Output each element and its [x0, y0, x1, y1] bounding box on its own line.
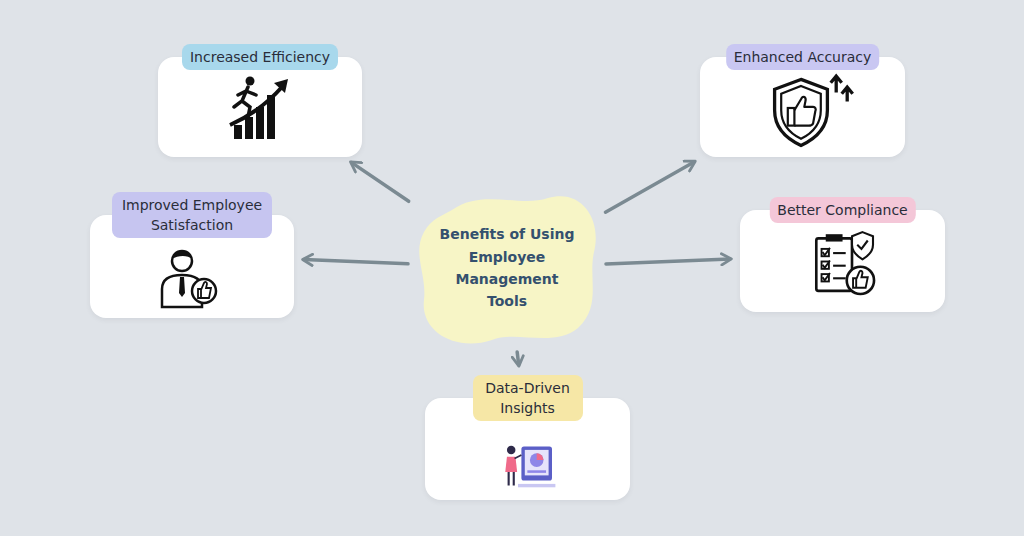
icon-group — [816, 232, 874, 294]
shield-outline — [775, 79, 828, 145]
connector-arrow — [605, 162, 694, 212]
thumb-hand — [794, 97, 815, 126]
trend-arrow — [230, 87, 282, 125]
benefit-card: Increased Efficiency — [158, 57, 362, 157]
clipboard-clip — [826, 234, 843, 241]
thumb-badge — [847, 267, 874, 294]
dashboard-screen — [525, 450, 549, 476]
person-tie — [179, 277, 185, 297]
blob-shape — [412, 188, 602, 348]
chart-bar — [234, 125, 242, 139]
thumb-hand — [198, 282, 211, 298]
shield-inner — [781, 86, 821, 139]
benefit-icon — [700, 57, 905, 157]
presenter-legs — [509, 472, 514, 486]
runner-head — [246, 77, 255, 86]
check-line — [833, 252, 846, 254]
thumb-hand — [853, 271, 868, 288]
benefit-label: Better Compliance — [769, 197, 915, 223]
benefit-card: Data-Driven Insights — [425, 398, 630, 500]
benefit-card: Enhanced Accuracy — [700, 57, 905, 157]
check-mark — [823, 260, 830, 267]
connector-arrow — [606, 259, 730, 264]
benefit-label: Improved Employee Satisfaction — [112, 192, 272, 239]
connector-arrow — [352, 163, 409, 202]
benefit-icon — [740, 210, 945, 312]
runner-body — [234, 87, 256, 117]
benefit-label: Data-Driven Insights — [473, 375, 583, 422]
check-mark — [857, 241, 868, 249]
presenter-arm — [515, 455, 522, 458]
chart-bar — [245, 117, 253, 139]
check-line — [833, 277, 846, 279]
presenter-head — [507, 446, 516, 455]
hub-title: Benefits of Using Employee Management To… — [437, 223, 577, 313]
benefit-label: Enhanced Accuracy — [726, 44, 880, 70]
thumb-cuff — [788, 108, 795, 126]
icon-group — [230, 77, 288, 140]
icon-group — [505, 446, 555, 488]
check-mark — [823, 248, 830, 255]
blob-fill — [419, 196, 595, 343]
check-mark — [823, 273, 830, 280]
pie-slice — [537, 453, 544, 460]
icon-group — [162, 251, 216, 307]
benefit-card: Improved Employee Satisfaction — [90, 215, 294, 318]
pie-chart — [530, 453, 544, 467]
up-arrow — [831, 76, 842, 93]
hub-blob: Benefits of Using Employee Management To… — [412, 188, 602, 348]
benefit-label: Increased Efficiency — [182, 44, 338, 70]
benefit-icon — [158, 57, 362, 157]
icon-group — [775, 76, 853, 145]
bar-line — [527, 470, 546, 473]
thumb-badge — [192, 279, 216, 303]
presenter-body — [505, 457, 517, 472]
dashboard — [521, 447, 552, 481]
person-head — [172, 251, 192, 271]
connector-arrow — [304, 260, 408, 264]
connector-arrow — [517, 352, 519, 365]
dashboard-base — [518, 484, 555, 487]
shield-badge — [852, 232, 873, 259]
up-arrow — [842, 87, 853, 101]
benefit-card: Better Compliance — [740, 210, 945, 312]
check-line — [833, 265, 846, 267]
person-hair — [172, 252, 192, 260]
trend-arrow-head — [274, 79, 288, 93]
